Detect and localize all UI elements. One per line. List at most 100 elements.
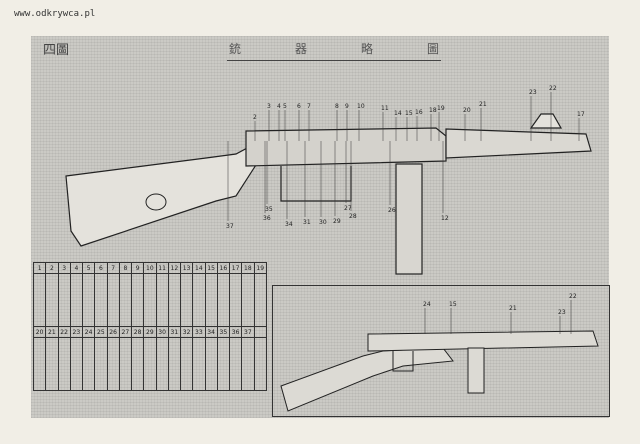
legend-part-name xyxy=(241,273,255,327)
callout-number: 22 xyxy=(569,293,577,300)
legend-part-name xyxy=(192,273,206,327)
legend-number: 7 xyxy=(106,262,120,274)
legend-number: 22 xyxy=(57,326,71,338)
legend-number: 30 xyxy=(155,326,169,338)
title-char: 略 xyxy=(360,42,373,56)
callout-number: 27 xyxy=(344,205,352,212)
legend-part-name xyxy=(241,337,255,391)
callout-number: 15 xyxy=(405,110,413,117)
trigger-guard xyxy=(280,166,352,202)
legend-number: 18 xyxy=(241,262,255,274)
legend-part-name xyxy=(228,337,243,391)
legend-number: 1 xyxy=(32,262,47,274)
legend-number: 13 xyxy=(179,262,194,274)
legend-part-name xyxy=(69,337,84,391)
legend-number: 12 xyxy=(167,262,182,274)
legend-number: 15 xyxy=(204,262,218,274)
callout-number: 34 xyxy=(285,221,293,228)
callout-number: 12 xyxy=(441,215,449,222)
legend-part-name xyxy=(106,337,120,391)
legend-part-name xyxy=(204,273,218,327)
legend-part-name xyxy=(143,337,157,391)
legend-part-name xyxy=(228,273,243,327)
legend-part-name xyxy=(192,337,206,391)
gun-stock xyxy=(65,145,264,247)
legend-number: 5 xyxy=(81,262,96,274)
legend-number: 17 xyxy=(228,262,243,274)
legend-number: 16 xyxy=(216,262,231,274)
callout-number: 10 xyxy=(357,103,365,110)
legend-part-name xyxy=(204,337,218,391)
legend-part-name xyxy=(216,337,231,391)
legend-part-name xyxy=(32,337,47,391)
legend-part-name xyxy=(106,273,120,327)
title-char: 銃 xyxy=(229,42,242,56)
legend-number: 19 xyxy=(253,262,267,274)
legend-number: 11 xyxy=(155,262,169,274)
legend-number: 33 xyxy=(192,326,206,338)
callout-number: 14 xyxy=(394,110,402,117)
callout-number: 26 xyxy=(388,207,396,214)
stock-emblem xyxy=(145,193,167,211)
legend-part-name xyxy=(57,273,71,327)
callout-number: 20 xyxy=(463,107,471,114)
legend-part-name xyxy=(167,337,182,391)
callout-number: 4 xyxy=(277,103,281,110)
diagram-title: 銃 器 略 圖 xyxy=(229,40,439,57)
legend-number: 24 xyxy=(81,326,96,338)
title-char: 器 xyxy=(294,42,307,56)
callout-number: 22 xyxy=(549,85,557,92)
legend-part-name xyxy=(179,273,194,327)
legend-number: 35 xyxy=(216,326,231,338)
legend-part-name xyxy=(253,273,267,327)
callout-number: 24 xyxy=(423,301,431,308)
callout-number: 21 xyxy=(479,101,487,108)
callout-number: 35 xyxy=(265,206,273,213)
legend-part-name xyxy=(130,273,145,327)
callout-number: 6 xyxy=(297,103,301,110)
legend-number: 32 xyxy=(179,326,194,338)
magazine xyxy=(395,163,423,275)
callout-number: 2 xyxy=(253,114,257,121)
callout-number: 9 xyxy=(345,103,349,110)
legend-part-name xyxy=(216,273,231,327)
callout-number: 23 xyxy=(529,89,537,96)
callout-number: 15 xyxy=(449,301,457,308)
legend-number: 10 xyxy=(143,262,157,274)
figure-label: 四圖 xyxy=(43,43,70,58)
legend-number: 6 xyxy=(94,262,108,274)
legend-number: 31 xyxy=(167,326,182,338)
title-underline xyxy=(227,60,441,61)
legend-part-name xyxy=(69,273,84,327)
callout-number: 21 xyxy=(509,305,517,312)
legend-part-name xyxy=(179,337,194,391)
legend-part-name xyxy=(253,337,267,391)
legend-part-name xyxy=(118,337,133,391)
callout-number: 28 xyxy=(349,213,357,220)
legend-part-name xyxy=(130,337,145,391)
legend-number: 36 xyxy=(228,326,243,338)
callout-number: 11 xyxy=(381,105,389,112)
legend-number: 21 xyxy=(45,326,59,338)
callout-number: 8 xyxy=(335,103,339,110)
legend-number: 28 xyxy=(130,326,145,338)
legend-part-name xyxy=(57,337,71,391)
callout-number: 19 xyxy=(437,105,445,112)
legend-number: 3 xyxy=(57,262,71,274)
front-sight xyxy=(529,113,563,129)
legend-number: 4 xyxy=(69,262,84,274)
legend-part-name xyxy=(143,273,157,327)
legend-number xyxy=(253,326,267,338)
legend-number: 2 xyxy=(45,262,59,274)
legend-number: 20 xyxy=(32,326,47,338)
callout-number: 29 xyxy=(333,218,341,225)
callout-number: 17 xyxy=(577,111,585,118)
legend-number: 25 xyxy=(94,326,108,338)
legend-part-name xyxy=(118,273,133,327)
legend-part-name xyxy=(94,273,108,327)
legend-number: 23 xyxy=(69,326,84,338)
callout-number: 37 xyxy=(226,223,234,230)
